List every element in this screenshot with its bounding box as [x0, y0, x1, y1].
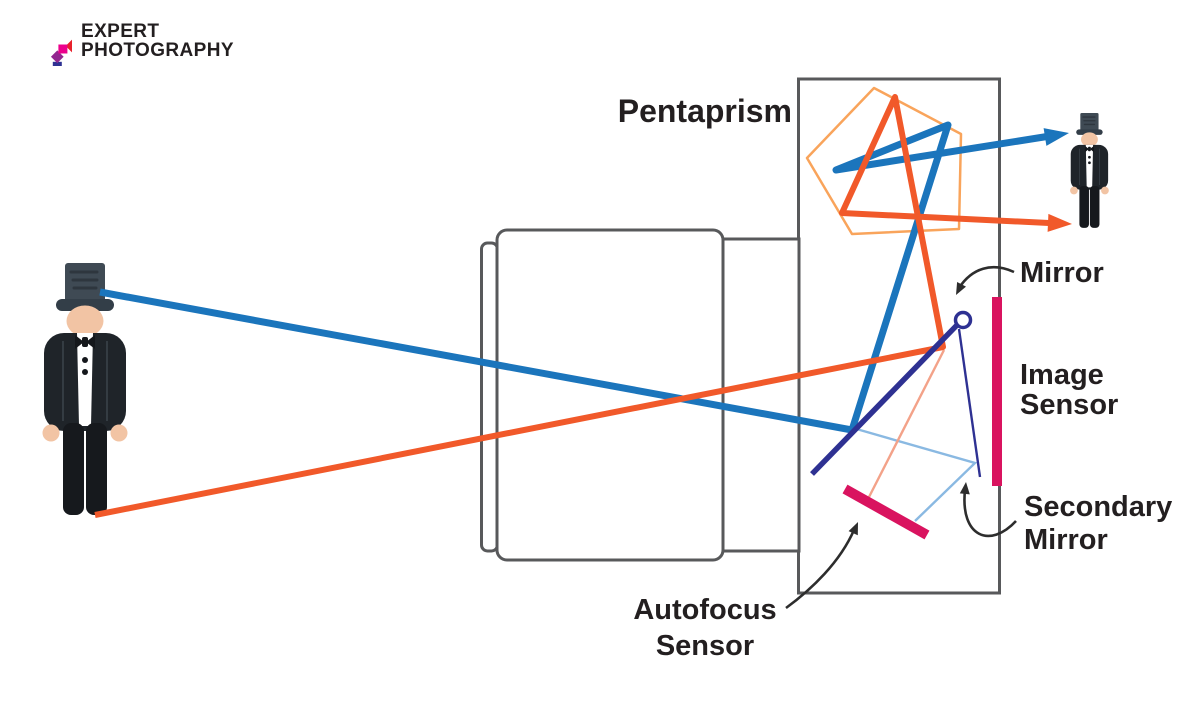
mirror-pivot: [953, 310, 973, 330]
orange-light-ray: [94, 94, 1050, 518]
color-wheel-icon: [50, 39, 72, 66]
subject-figure: [41, 261, 129, 517]
logo-line1: EXPERT: [81, 21, 160, 42]
autofocus-sensor-bar: [842, 484, 930, 540]
expert-photography-logo: EXPERT PHOTOGRAPHY: [25, 16, 234, 66]
mirror-pointer-arrow: [957, 265, 1015, 289]
secondary-mirror-pointer-arrow: [963, 489, 1017, 538]
label-pointer-arrows: [785, 265, 1017, 610]
lens-mount: [721, 237, 801, 553]
orange-ray-arrowhead: [1047, 213, 1072, 232]
autofocus-sensor-label: Autofocus Sensor: [633, 594, 777, 662]
logo-wordmark: EXPERT PHOTOGRAPHY: [81, 22, 234, 60]
autofocus-pointer-arrow: [785, 529, 856, 610]
logo-line2: PHOTOGRAPHY: [81, 40, 234, 61]
main-mirror: [810, 321, 961, 476]
mirror-label: Mirror: [1020, 257, 1104, 289]
image-sensor-label: Image Sensor: [1020, 359, 1119, 421]
pentaprism-label: Pentaprism: [617, 93, 792, 129]
lens-barrel: [495, 228, 725, 562]
lens-front-element: [480, 241, 499, 553]
label-pointer-arrowheads: [848, 282, 970, 536]
secondary-mirror-label: Secondary Mirror: [1024, 491, 1173, 556]
secondary-mirror-line: [957, 328, 982, 478]
viewfinder-figure: [1069, 112, 1110, 229]
af-light-path-salmon: [867, 349, 946, 498]
af-light-path-blue: [852, 426, 978, 522]
blue-ray-arrowhead: [1043, 128, 1069, 146]
